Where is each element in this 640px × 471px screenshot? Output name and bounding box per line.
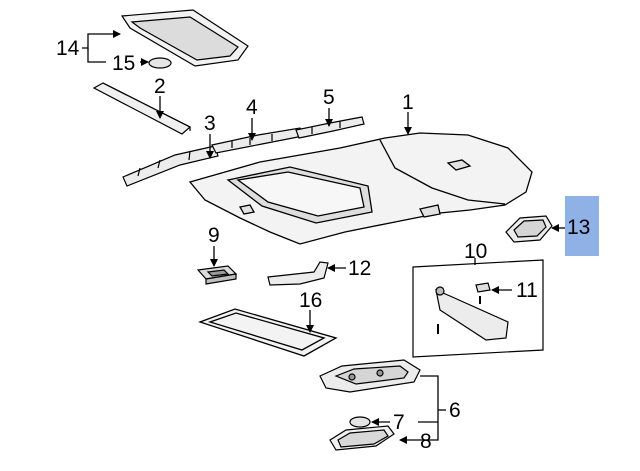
part-4-rail: [211, 127, 304, 154]
part-6-lamp-housing: [319, 359, 421, 393]
callout-15[interactable]: 15: [112, 52, 136, 75]
part-15-clip: [148, 57, 172, 69]
callout-12[interactable]: 12: [348, 257, 372, 280]
part-8-lens: [329, 425, 395, 451]
part-5-rail: [295, 116, 365, 139]
callout-13-highlight[interactable]: [565, 196, 599, 256]
callout-5[interactable]: 5: [323, 86, 335, 109]
part-14-sunshade: [120, 9, 249, 67]
callout-4[interactable]: 4: [246, 96, 258, 119]
callout-2[interactable]: 2: [154, 75, 166, 98]
callout-8[interactable]: 8: [420, 430, 432, 453]
leader-lines: [82, 30, 565, 444]
callout-13[interactable]: 13: [567, 216, 591, 239]
part-2-trim-strip: [92, 82, 192, 135]
part-7-bulb: [349, 416, 371, 428]
callout-11[interactable]: 11: [516, 279, 538, 302]
part-9-lamp: [196, 265, 238, 285]
part-1-headliner: [188, 132, 533, 245]
callout-14[interactable]: 14: [56, 37, 80, 60]
part-10-visor-group: [412, 259, 544, 358]
callout-1[interactable]: 1: [402, 91, 414, 114]
callout-10[interactable]: 10: [464, 240, 488, 263]
part-12-bracket: [267, 261, 329, 286]
callout-9[interactable]: 9: [208, 224, 220, 247]
callout-3[interactable]: 3: [204, 112, 216, 135]
part-11-screw: [475, 282, 491, 293]
callout-16[interactable]: 16: [299, 289, 323, 312]
part-3-reinforcement: [122, 145, 219, 187]
callout-6[interactable]: 6: [449, 399, 461, 422]
callout-7[interactable]: 7: [393, 411, 405, 434]
part-13-lamp-cover: [505, 215, 553, 243]
part-16-seal: [198, 308, 338, 357]
